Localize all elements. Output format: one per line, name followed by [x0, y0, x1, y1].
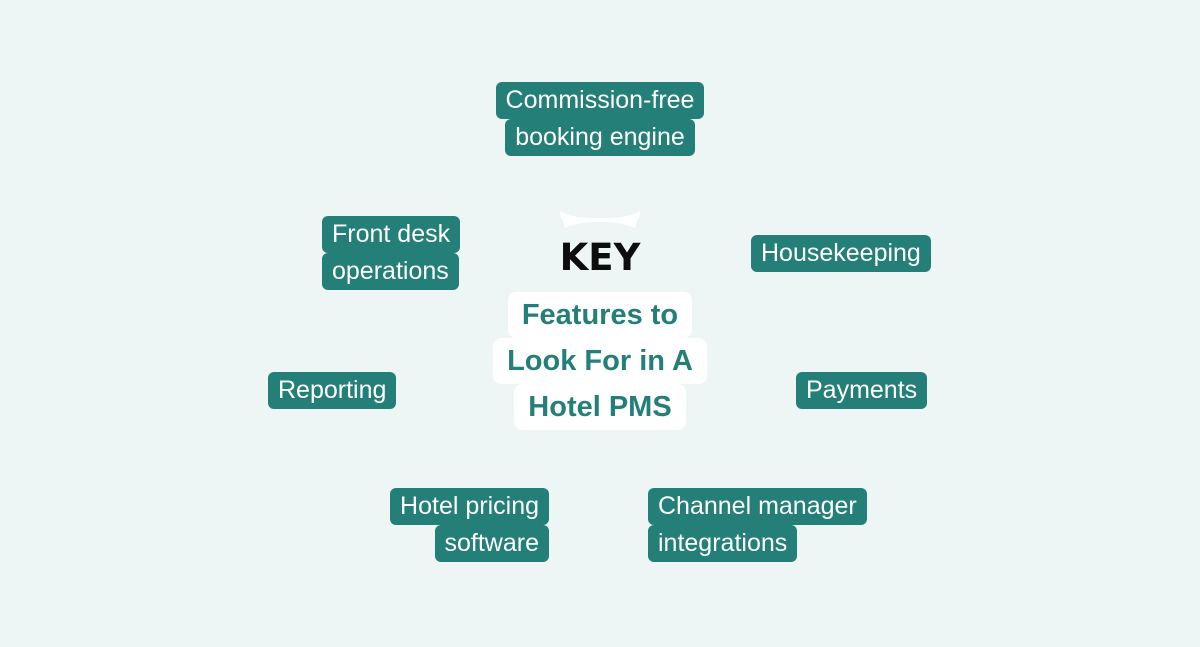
feature-pricing: Hotel pricing software — [349, 488, 549, 562]
brand-word: KEY — [559, 236, 641, 279]
diagram-subtitle: Features to Look For in A Hotel PMS — [493, 292, 707, 430]
feature-line: Commission-free — [495, 82, 705, 119]
feature-payments: Payments — [796, 372, 928, 409]
feature-line: booking engine — [505, 119, 695, 156]
feature-line: Reporting — [268, 372, 397, 409]
feature-front-desk: Front desk operations — [322, 216, 461, 290]
center-title: KEY Features to Look For in A Hotel PMS — [486, 208, 714, 430]
feature-housekeeping: Housekeeping — [751, 235, 931, 272]
feature-line: Housekeeping — [751, 235, 931, 272]
feature-line: Payments — [796, 372, 928, 409]
feature-line: operations — [322, 253, 459, 290]
feature-channel-manager: Channel manager integrations — [648, 488, 867, 562]
key-logo-icon — [560, 211, 640, 228]
subtitle-line: Hotel PMS — [514, 384, 686, 430]
subtitle-line: Features to — [507, 292, 693, 338]
feature-booking-engine: Commission-free booking engine — [489, 82, 711, 156]
feature-line: integrations — [648, 525, 798, 562]
feature-line: software — [434, 525, 549, 562]
feature-reporting: Reporting — [268, 372, 397, 409]
feature-line: Channel manager — [648, 488, 867, 525]
feature-line: Hotel pricing — [390, 488, 549, 525]
feature-line: Front desk — [322, 216, 461, 253]
subtitle-line: Look For in A — [493, 338, 707, 384]
